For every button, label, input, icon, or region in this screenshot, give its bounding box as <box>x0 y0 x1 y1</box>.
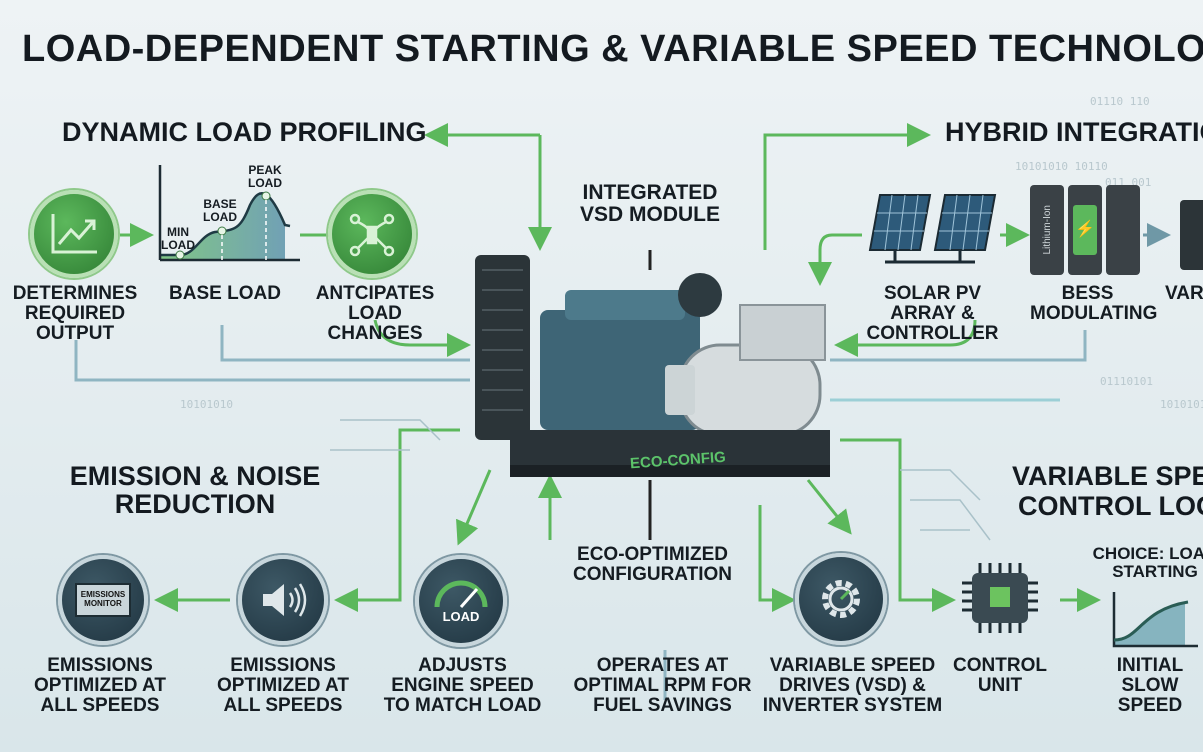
network-nodes-icon <box>328 190 416 278</box>
binary-text: 1010101 <box>1160 398 1203 411</box>
dynamic-load-heading: DYNAMIC LOAD PROFILING <box>62 117 427 147</box>
optimal-rpm-label: OPERATES AT OPTIMAL RPM FOR FUEL SAVINGS <box>573 655 752 716</box>
emissions-monitor-text: EMISSIONS MONITOR <box>75 583 131 617</box>
binary-text: 10101010 10110 <box>1015 160 1108 173</box>
emission-heading: EMISSION & NOISE REDUCTION <box>69 461 321 520</box>
page-title: LOAD-DEPENDENT STARTING & VARIABLE SPEED… <box>22 28 1203 70</box>
battery-text: Lithium-Ion <box>1041 205 1053 255</box>
vsd-module-label: INTEGRATED VSD MODULE <box>579 181 720 227</box>
hybrid-heading: HYBRID INTEGRATION <box>945 117 1203 147</box>
peak-load-label: PEAK LOAD <box>248 163 282 190</box>
base-load-chart-label: BASE LOAD <box>203 197 237 224</box>
choice-label: CHOICE: LOAD STARTING <box>1092 544 1203 581</box>
trend-chart-icon <box>30 190 118 278</box>
load-curve-chart <box>150 160 310 275</box>
adjusts-speed-label: ADJUSTS ENGINE SPEED TO MATCH LOAD <box>383 655 542 716</box>
gauge-text: LOAD <box>442 608 480 624</box>
vsd-label: VARIABLE SPEED DRIVES (VSD) & INVERTER S… <box>762 655 943 716</box>
binary-text: 10101010 <box>180 398 233 411</box>
binary-text: 01110 110 <box>1090 95 1150 108</box>
emissions-optimized-label-1: EMISSIONS OPTIMIZED AT ALL SPEEDS <box>34 655 166 716</box>
emissions-monitor-icon: EMISSIONS MONITOR <box>58 555 148 645</box>
eco-optimized-label: ECO-OPTIMIZED CONFIGURATION <box>572 544 733 585</box>
generator-image <box>470 250 835 485</box>
chip-icon <box>960 555 1040 640</box>
initial-speed-label: INITIAL SLOW SPEED <box>1116 655 1184 716</box>
min-load-label: MIN LOAD <box>161 225 195 252</box>
ramp-chart-icon <box>1110 590 1200 650</box>
control-unit-label: CONTROL UNIT <box>953 655 1047 696</box>
speaker-icon <box>238 555 328 645</box>
inverter-label: VARI <box>1165 283 1203 304</box>
gauge-icon: LOAD <box>415 555 507 647</box>
bess-label: BESS MODULATING <box>1030 283 1158 324</box>
vsc-heading-1: VARIABLE SPEED <box>1012 461 1203 491</box>
battery-rack-icon: Lithium-Ion ⚡ <box>1030 185 1140 275</box>
gear-icon <box>795 553 887 645</box>
base-load-label: BASE LOAD <box>169 283 281 304</box>
determines-output-label: DETERMINES REQUIRED OUTPUT <box>12 283 138 344</box>
solar-label: SOLAR PV ARRAY & CONTROLLER <box>866 283 999 344</box>
binary-text: 01110101 <box>1100 375 1153 388</box>
charge-icon: ⚡ <box>1073 205 1097 255</box>
vsc-heading-2: CONTROL LOGIC <box>1018 491 1203 521</box>
emissions-optimized-label-2: EMISSIONS OPTIMIZED AT ALL SPEEDS <box>217 655 349 716</box>
inverter-icon <box>1180 200 1203 270</box>
solar-panel-icon <box>865 190 1005 270</box>
anticipates-label: ANTCIPATES LOAD CHANGES <box>315 283 435 344</box>
